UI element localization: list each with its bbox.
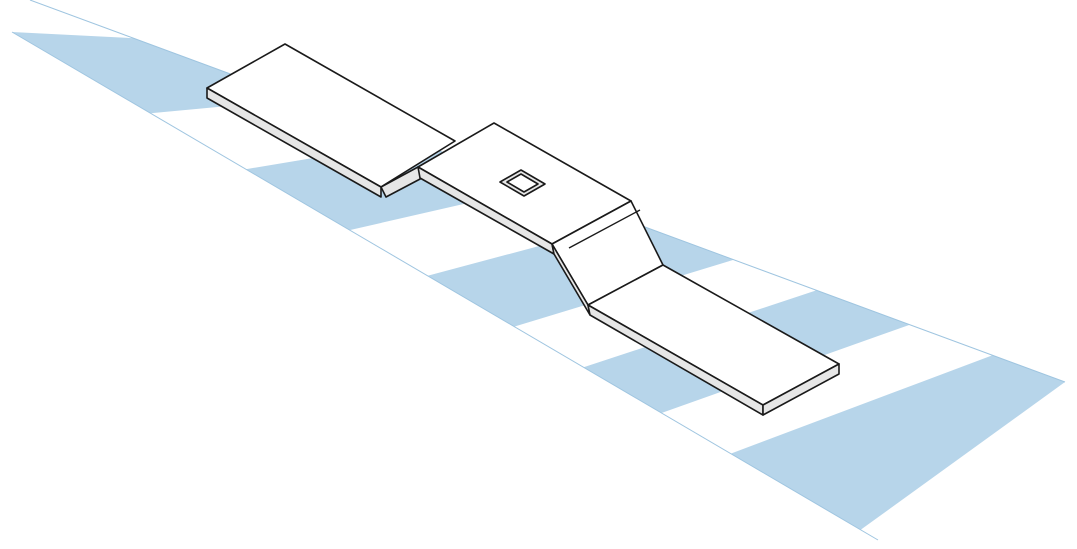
band-guide-line-bottom	[11, 31, 879, 541]
left-tab	[206, 43, 456, 198]
band-stripe	[730, 355, 1065, 530]
center-plate	[417, 122, 632, 255]
left-tab-front-edge	[206, 87, 382, 198]
right-tab-end-edge	[762, 363, 840, 416]
square-hole-inner	[506, 173, 539, 193]
right-tab	[587, 264, 840, 416]
right-slope-bend-line	[568, 209, 641, 249]
